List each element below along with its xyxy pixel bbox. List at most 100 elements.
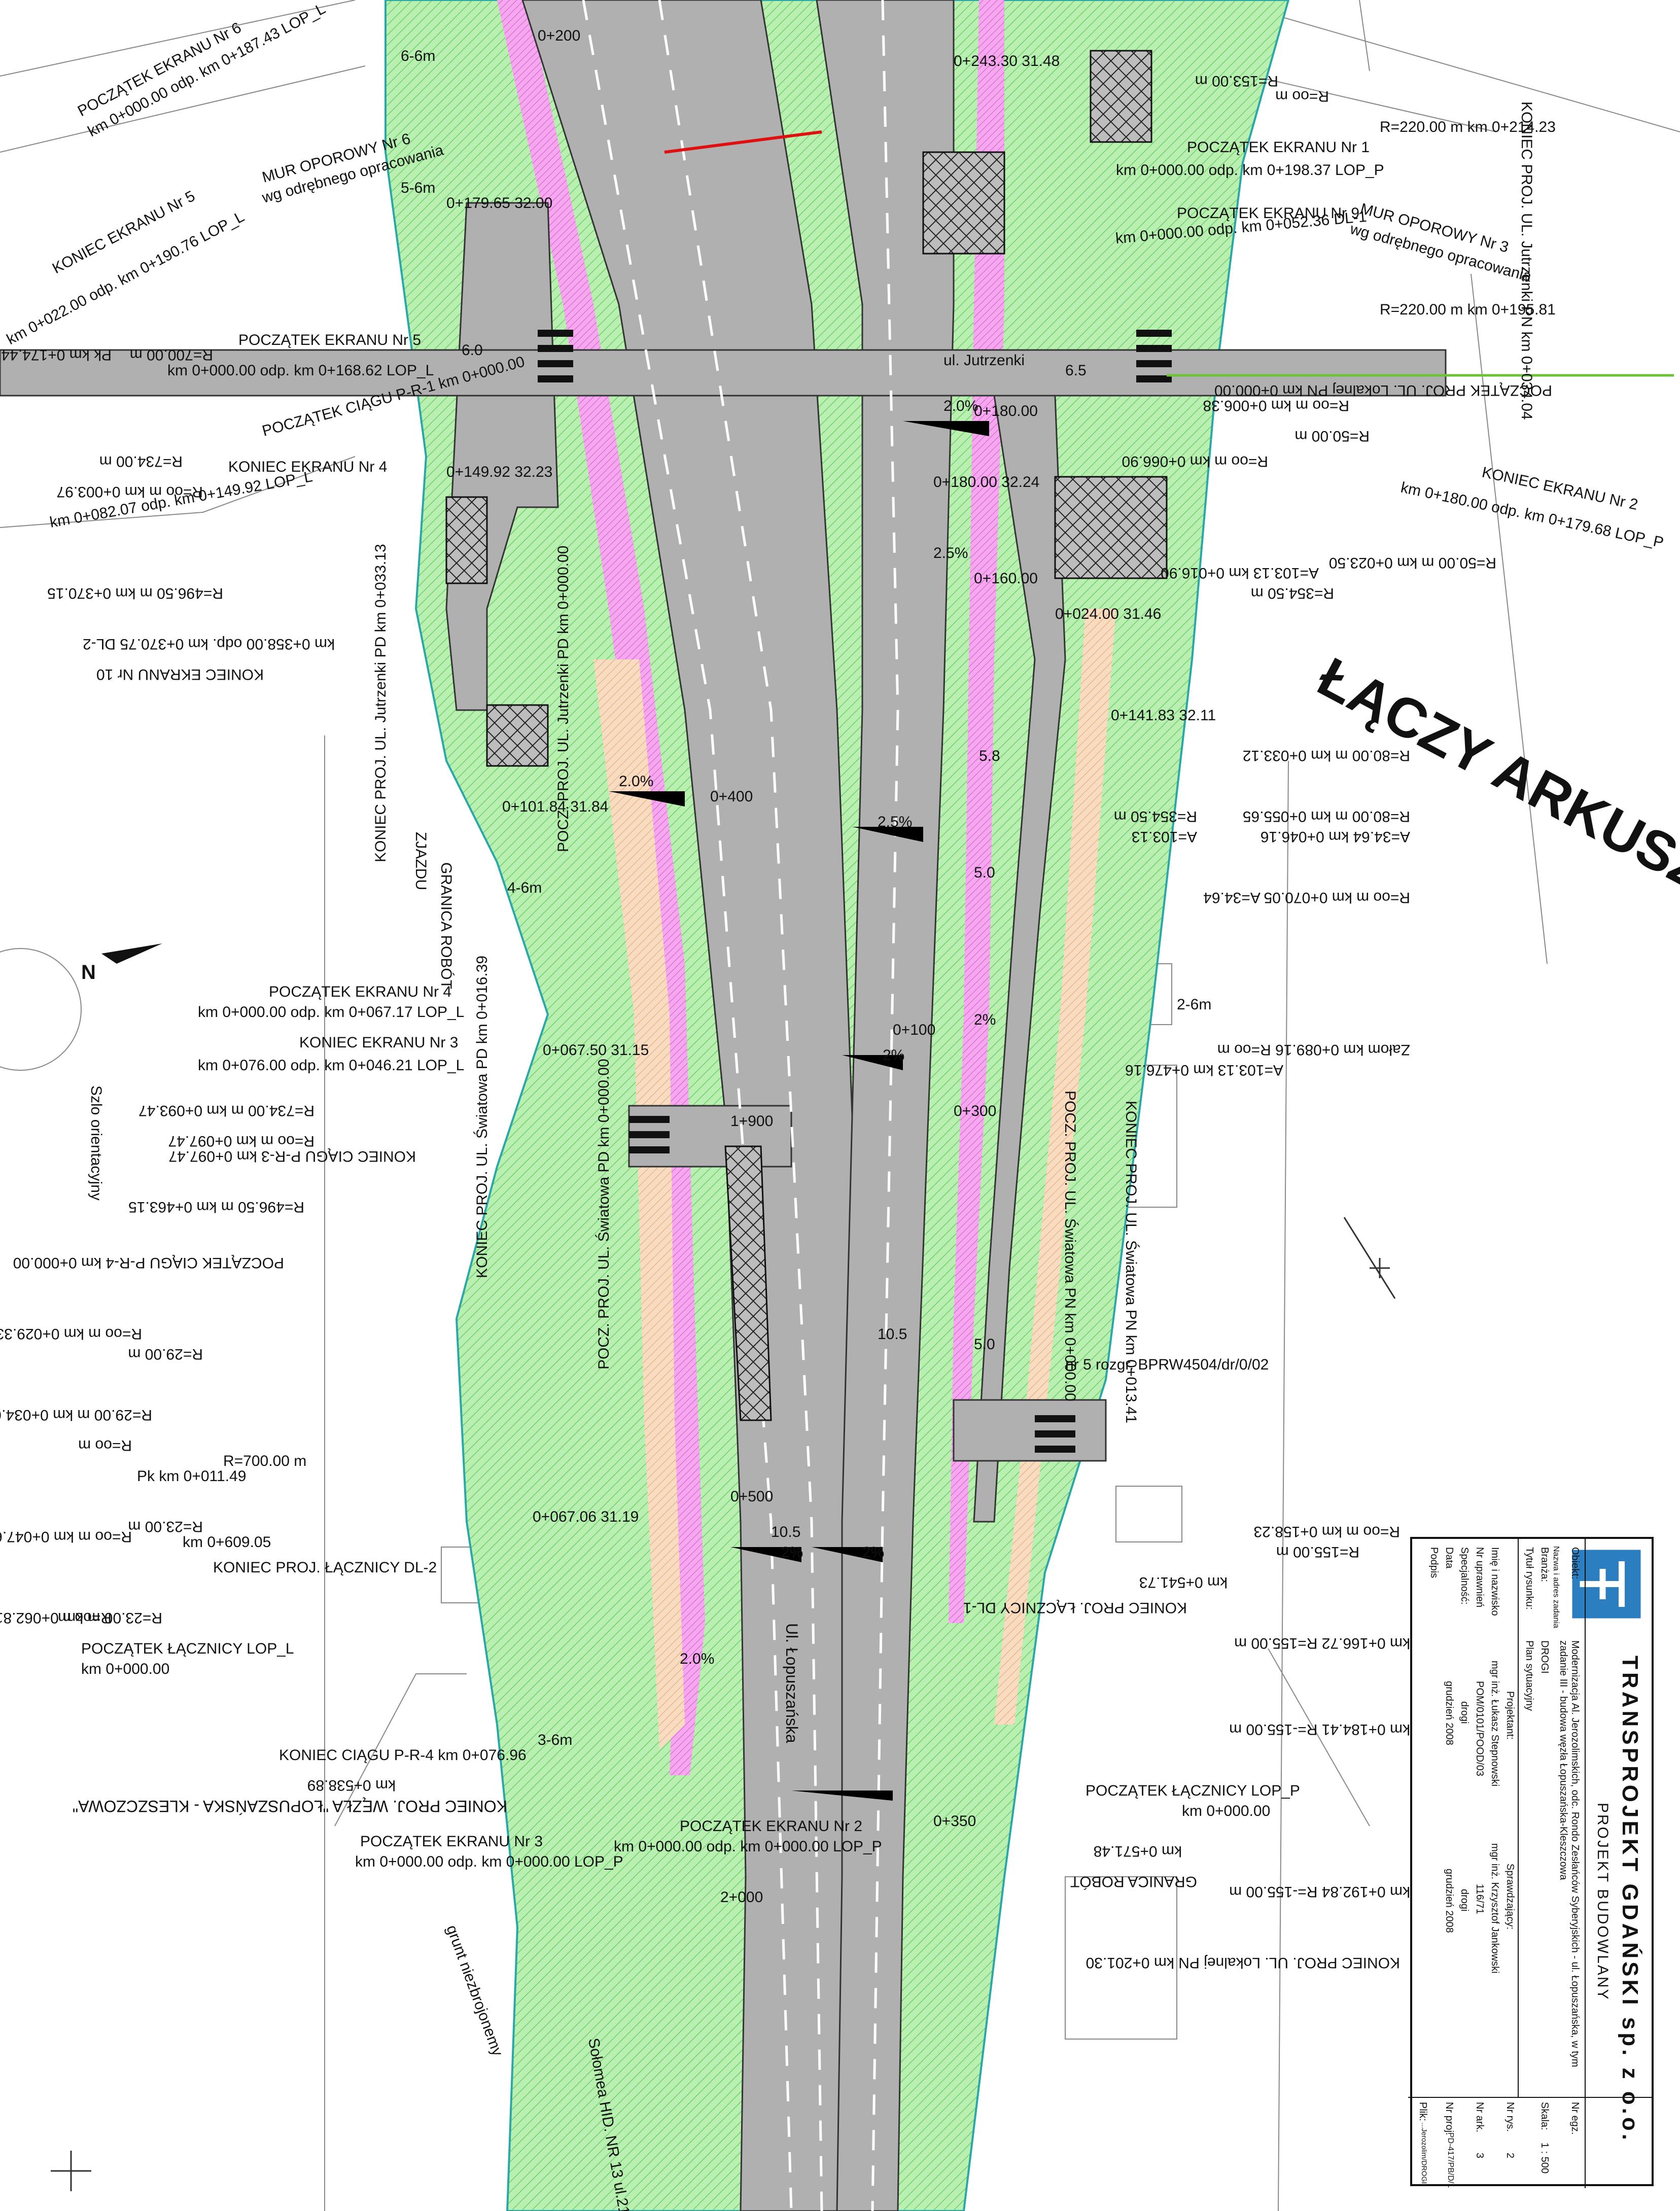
slope-label: 2.0% <box>943 398 978 414</box>
spec-label: Specjalność: <box>1459 1547 1470 1605</box>
label-sheet-link: ŁĄCZY ARKUSZ 1 <box>1308 646 1680 925</box>
label-km-koniec-ekranu-3: km 0+076.00 odp. km 0+046.21 LOP_L <box>198 1057 464 1074</box>
checker-label: Sprawdzający: <box>1504 1864 1516 1930</box>
client-label: Nazwa i adres zadania <box>1552 1546 1560 1628</box>
label-poczatek-ekranu-2: POCZĄTEK EKRANU Nr 2 <box>680 1818 862 1835</box>
curve-param: Pk km 0+011.49 <box>137 1468 246 1485</box>
elevation-label: 0+179.65 32.00 <box>446 195 552 212</box>
curve-param: R=80.00 m km 0+033.12 <box>1243 747 1410 764</box>
slope-label: 2.0% <box>619 773 653 790</box>
label-koniec-swiatowa-pn: KONIEC PROJ. UL. Światowa PN km 0+013.41 <box>1123 1101 1140 1423</box>
label-koniec-pr4: KONIEC CIĄGU P-R-4 km 0+076.96 <box>279 1747 527 1764</box>
label-pocz-lop-p: POCZĄTEK ŁĄCZNICY LOP_P <box>1086 1782 1300 1799</box>
label-koniec-swiatowa-pd: KONIEC PROJ. UL. Światowa PD km 0+016.39 <box>473 956 491 1278</box>
station-label: 2+000 <box>720 1889 763 1906</box>
designer-date: grudzień 2008 <box>1444 1681 1455 1745</box>
branch-value: DROGI <box>1539 1640 1550 1674</box>
curve-param: R=80.00 m km 0+055.65 <box>1243 808 1410 825</box>
station-label: 0+300 <box>954 1103 996 1119</box>
name-label: Imię i nazwisko <box>1489 1547 1500 1616</box>
station-label: 0+350 <box>933 1813 976 1830</box>
label-pocz-swiatowa-pd: POCZ. PROJ. UL. Światowa PD km 0+000.00 <box>595 1059 612 1370</box>
title-value: Plan sytuacyjny <box>1524 1640 1535 1711</box>
street-jutrzenki: ul. Jutrzenki <box>943 352 1025 369</box>
label-km-ekranu-5: km 0+000.00 odp. km 0+168.62 LOP_L <box>167 362 434 379</box>
label-zjazdu: ZJAZDU <box>412 832 429 890</box>
label-km-dl2: km 0+609.05 <box>183 1534 271 1551</box>
scale-value: 1 : 500 <box>1539 2143 1550 2174</box>
label-koniec-ekranu-5: KONIEC EKRANU Nr 5 <box>50 188 198 277</box>
elevation-label: 0+180.00 32.24 <box>933 474 1039 490</box>
label-km-ekranu-10: km 0+358.00 odp. km 0+370.75 DL-2 <box>83 636 335 652</box>
label-km-ekranu-3: km 0+000.00 odp. km 0+000.00 LOP_P <box>355 1853 623 1870</box>
drawing-no: 2 <box>1504 2153 1516 2159</box>
width-label: 10.5 <box>878 1326 907 1343</box>
curve-param: km 0+192.84 R=-155.00 m <box>1229 1883 1410 1900</box>
slope-label: 2.5% <box>878 814 912 830</box>
elevation-label: 0+149.92 32.23 <box>446 464 552 480</box>
stationing-labels: 0+200 0+180.00 0+160.00 0+100 0+400 0+50… <box>401 27 1216 1906</box>
curve-param: R=29.00 m <box>128 1346 203 1362</box>
station-label: 0+200 <box>538 27 580 44</box>
curve-param: R=734.00 m <box>99 453 183 470</box>
curve-parameters: R=153.00 m R=oo m Pk km 0+174.44 R=700.0… <box>0 73 1556 1900</box>
label-pocz-jutrzenki-pd: POCZ. PROJ. UL. Jutrzenki PD km 0+000.00 <box>555 546 572 852</box>
curve-param: R=oo m km 0+029.33 <box>0 1325 142 1342</box>
label-poczatek-ekranu-5: POCZĄTEK EKRANU Nr 5 <box>238 332 421 348</box>
width-label: 6-6m <box>401 48 435 64</box>
curve-param: R=50.00 m km 0+023.50 <box>1329 554 1496 571</box>
label-koniec-ekranu-3: KONIEC EKRANU Nr 3 <box>299 1034 458 1051</box>
designer-name: mgr inż. Łukasz Stepnowski <box>1489 1661 1500 1786</box>
title-label: Tytuł rysunku: <box>1524 1547 1535 1610</box>
label-km-ekranu-1: km 0+000.00 odp. km 0+198.37 LOP_P <box>1116 162 1384 179</box>
curve-param: R=734.00 m km 0+093.47 <box>138 1102 314 1119</box>
curve-param: R=354.50 m <box>1251 585 1334 602</box>
slope-label: 2% <box>974 1011 996 1028</box>
width-label: 6.5 <box>1065 362 1087 379</box>
label-koniec-lokalnej: KONIEC PROJ. UL. Lokalnej PN km 0+201.30 <box>1086 1954 1400 1971</box>
width-label: 5.0 <box>974 864 995 881</box>
elevation-label: 0+067.06 31.19 <box>533 1508 639 1525</box>
curve-param: R=23.00 m <box>128 1518 203 1535</box>
elevation-label: 0+067.50 31.15 <box>543 1042 649 1059</box>
lane-markings <box>582 0 899 2211</box>
slope-markers <box>609 421 989 1801</box>
street-lokalna: POCZĄTEK PROJ. UL. Lokalnej PN km 0+000.… <box>1214 382 1552 399</box>
curve-param: R=220.00 m km 0+195.81 <box>1380 301 1556 318</box>
street-szlo: Szlo orientacyjny <box>88 1085 104 1201</box>
curve-param: km 0+184.41 R=-155.00 m <box>1229 1721 1410 1738</box>
survey-cross-icon <box>51 1217 1396 2191</box>
curve-param: R=496.50 m km 0+370.15 <box>47 585 223 602</box>
label-km-lop-p: km 0+000.00 <box>1182 1803 1270 1819</box>
label-km-lop-l: km 0+000.00 <box>81 1661 169 1677</box>
jutrzenki-cross-road <box>0 349 1447 397</box>
designer-license: POM/0101/POOD/03 <box>1474 1681 1485 1776</box>
company-logo-icon <box>1572 1550 1641 1619</box>
svg-text:N: N <box>81 961 96 984</box>
sheet-no-label: Nr ark. <box>1474 2102 1485 2132</box>
north-arrow-icon: N <box>81 943 162 984</box>
label-km-571: km 0+571.48 <box>1094 1843 1182 1859</box>
elevation-label: 0+024.00 31.46 <box>1055 606 1161 622</box>
label-km-ekranu-2b: km 0+000.00 odp. km 0+000.00 LOP_P <box>614 1838 882 1855</box>
label-poczatek-ekranu-9: POCZĄTEK EKRANU Nr 9 <box>1177 205 1359 222</box>
reg-label: Nr egz. <box>1569 2102 1581 2135</box>
project-type: PROJEKT BUDOWLANY <box>1594 1803 1611 2001</box>
curve-param: Pk km 0+174.44 <box>1 346 112 363</box>
label-koniec-ekranu-10: KONIEC EKRANU Nr 10 <box>96 666 264 683</box>
label-km-ekranu-4: km 0+000.00 odp. km 0+067.17 LOP_L <box>198 1004 464 1021</box>
curve-param: A=103.13 km 0+016.90 <box>1161 565 1319 581</box>
checker-license: 116/71 <box>1474 1884 1485 1914</box>
proj-no-label: Nr proj. <box>1444 2102 1455 2135</box>
noise-barrier-right <box>949 0 1004 1623</box>
curve-param: A=103.13 <box>1132 828 1197 845</box>
curve-param: R=oo m <box>58 1609 112 1626</box>
elevation-label: 0+141.83 32.11 <box>1111 707 1216 724</box>
curve-param: R=oo m <box>1275 88 1329 104</box>
label-km-wezla: km 0+538.89 <box>307 1777 396 1794</box>
width-label: 6.0 <box>462 342 483 359</box>
label-pr4: POCZĄTEK CIĄGU P-R-4 km 0+000.00 <box>13 1254 284 1271</box>
curve-param: R=220.00 m km 0+214.23 <box>1380 119 1556 135</box>
curve-param: R=50.00 m <box>1294 428 1370 444</box>
